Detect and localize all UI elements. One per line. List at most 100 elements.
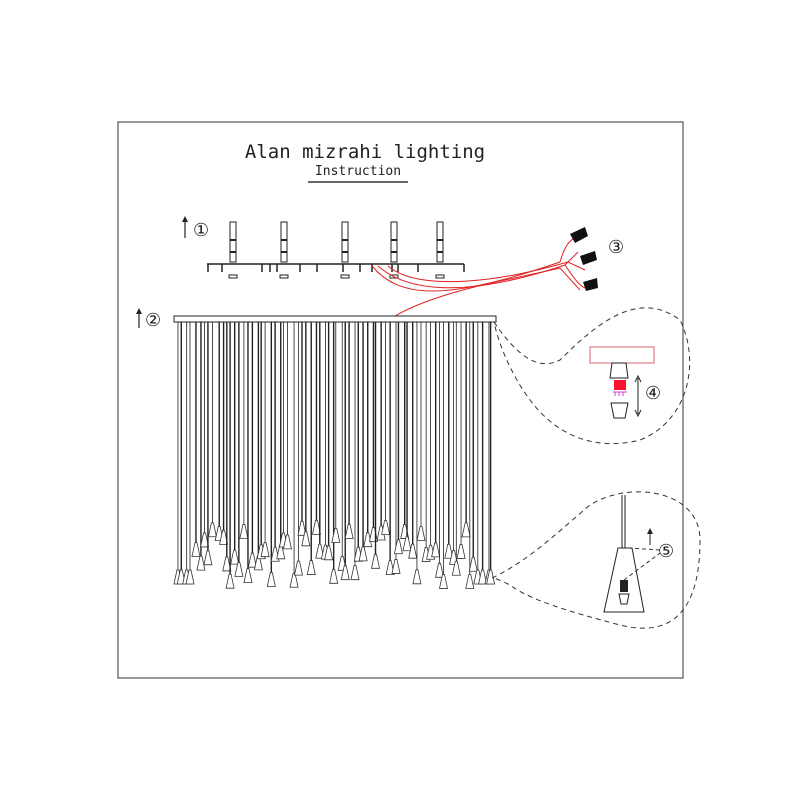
pendant-rod — [293, 322, 303, 576]
pendant-rods — [173, 322, 496, 589]
cone-drop — [185, 569, 195, 585]
cone-drop — [358, 546, 368, 562]
connector-highlight — [614, 380, 626, 390]
cone-drop — [344, 524, 354, 539]
mounting-bolt — [340, 221, 350, 279]
pendant-rod — [329, 322, 339, 584]
cone-drop — [266, 572, 276, 587]
cone-drop — [350, 565, 360, 581]
cone-drop — [416, 526, 426, 542]
pendant-rod — [391, 322, 401, 574]
pendant-rod — [465, 322, 475, 589]
pendant-rod — [182, 322, 192, 585]
pendant-rod — [266, 322, 276, 587]
wire-connectors — [570, 227, 598, 291]
canopy-assembly: ① — [182, 216, 465, 279]
pendant-rod — [484, 322, 494, 585]
cone-drop — [465, 574, 475, 589]
cone-drop — [219, 530, 229, 545]
pendant-rod — [426, 322, 436, 560]
pendant-rod — [344, 322, 354, 539]
cone-drop — [301, 531, 311, 547]
cone-drop — [381, 520, 391, 535]
pendant-rod — [243, 322, 253, 584]
pendant-rod — [468, 322, 478, 572]
pendant-rod — [222, 322, 232, 572]
pendant-rod — [363, 322, 373, 548]
pendant-rod — [340, 322, 350, 581]
cone-drop — [243, 568, 253, 584]
cone-drop — [293, 560, 303, 576]
pendant-rod — [219, 322, 229, 545]
pendant-rod — [196, 322, 206, 571]
cone-drop — [363, 532, 373, 548]
cone-drop — [289, 572, 299, 588]
pendant-rod — [371, 322, 381, 569]
pendant-rod — [234, 322, 244, 577]
pendant-rod — [416, 322, 426, 542]
cone-drop — [306, 560, 316, 575]
pendant-rod — [408, 322, 418, 559]
pendant-rod — [289, 322, 299, 588]
pendant-rod — [358, 322, 368, 562]
pendant-rod — [230, 322, 240, 565]
cone-drop — [222, 556, 232, 572]
pendant-rod — [185, 322, 195, 585]
pendant-rod — [461, 322, 471, 538]
pendant-rod — [207, 322, 217, 538]
wire-nut-icon — [583, 278, 598, 291]
cone-drop — [239, 523, 249, 539]
step-3-label: ③ — [608, 237, 624, 258]
pendant-rod — [301, 322, 311, 547]
cone-drop — [260, 542, 270, 558]
mounting-bolt — [279, 221, 289, 279]
cone-drop — [329, 568, 339, 584]
wiring — [371, 237, 586, 317]
pendant-rod — [456, 322, 466, 559]
cone-drop — [207, 522, 217, 538]
pendant-rod — [451, 322, 461, 576]
pendant-rod — [444, 322, 454, 559]
pendant-rod — [478, 322, 488, 585]
cone-drop — [191, 542, 201, 557]
ceiling-plate — [589, 346, 655, 364]
pendant-rod — [247, 322, 257, 568]
mounting-bolt — [435, 221, 445, 279]
cone-drop — [282, 534, 292, 550]
mounting-bolt — [228, 221, 238, 279]
pendant-rod — [435, 322, 445, 578]
pendant-rod — [350, 322, 360, 581]
step-2-label: ② — [145, 310, 161, 331]
pendant-rod — [203, 322, 213, 566]
wire-nut-icon — [570, 227, 588, 243]
cone-drop — [203, 550, 213, 566]
cone-drop — [456, 544, 466, 559]
pendant-rod — [412, 322, 422, 585]
step-5-label: ⑤ — [658, 541, 674, 562]
up-arrow-head-icon — [182, 216, 188, 222]
cone-drop — [461, 522, 471, 538]
pendant-rod — [306, 322, 316, 575]
pendant-rod — [381, 322, 391, 535]
up-arrow-icon — [136, 308, 142, 314]
pendant-rod — [421, 322, 431, 562]
pendant-rod — [297, 322, 307, 536]
pendant-rod — [191, 322, 201, 557]
pendant-rod — [239, 322, 249, 539]
pendant-rod — [486, 322, 496, 585]
pendant-rod — [438, 322, 448, 589]
pendant-rod — [368, 322, 378, 542]
pendant-rod — [473, 322, 483, 585]
cone-drop — [393, 539, 403, 555]
cone-drop — [412, 569, 422, 585]
cone-drop — [230, 549, 240, 565]
cone-drop — [376, 525, 386, 541]
mounting-bolt — [389, 221, 399, 279]
pendant-rod — [385, 322, 395, 576]
cone-drop — [196, 555, 206, 571]
pendant-rod — [282, 322, 292, 550]
pendant-rod — [376, 322, 386, 541]
pendant-rod — [260, 322, 270, 558]
step-4-label: ④ — [645, 383, 661, 404]
